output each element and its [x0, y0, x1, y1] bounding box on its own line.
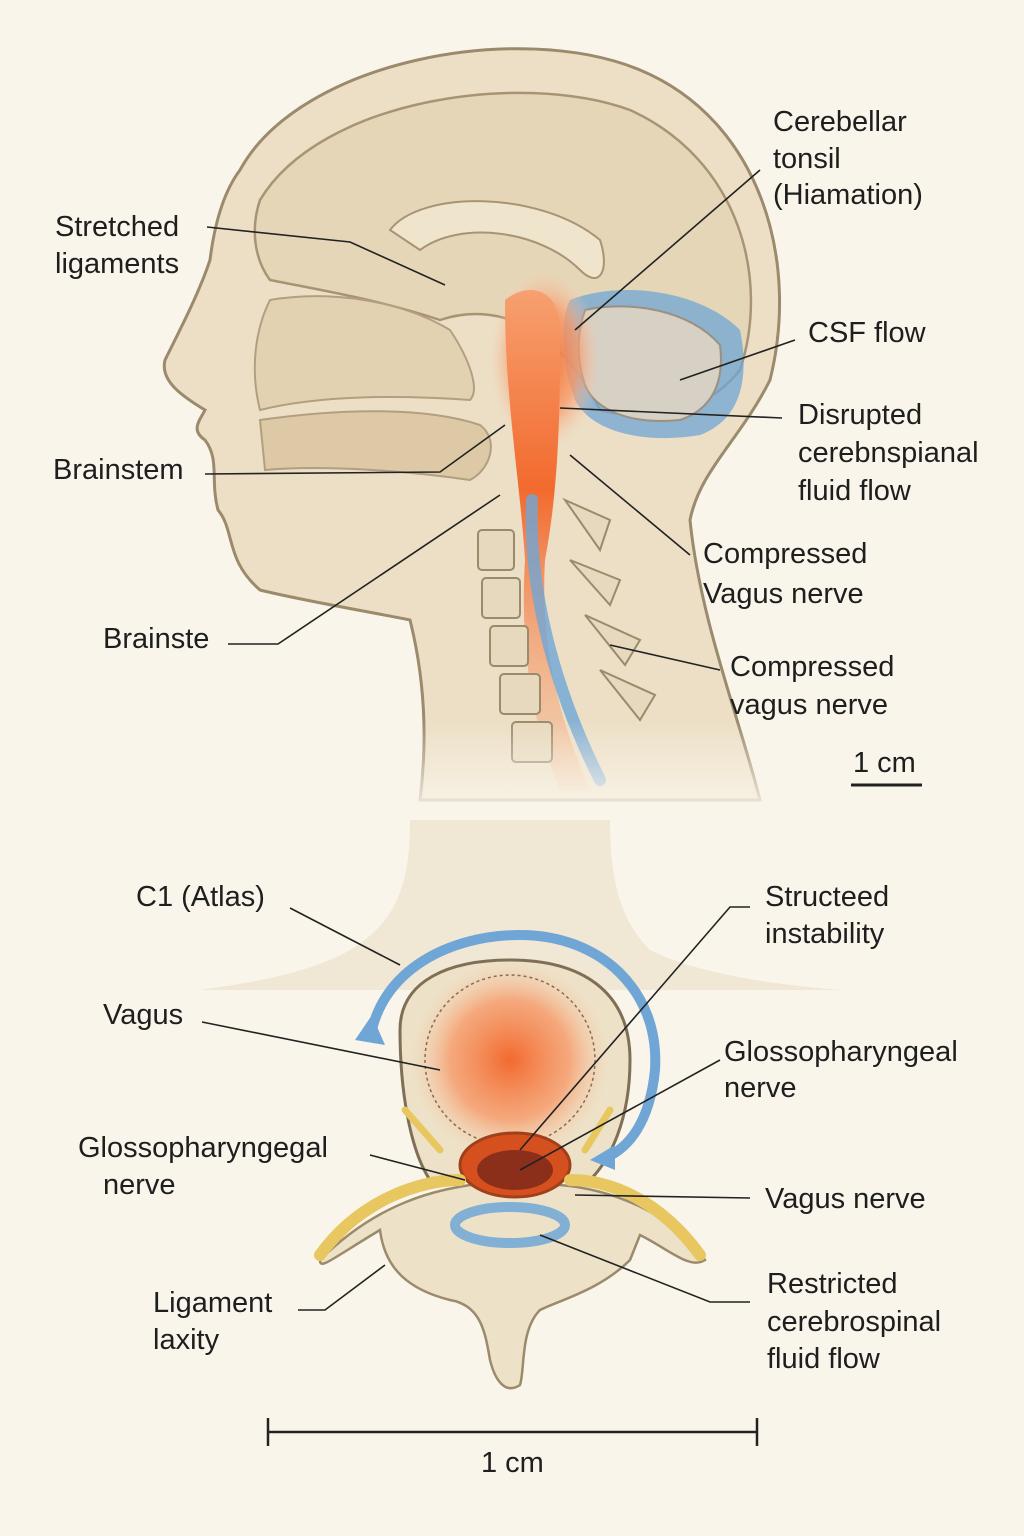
- label-disrupted-2: cerebnspianal: [798, 437, 979, 469]
- label-cerebellar-tonsil-3: (Hiamation): [773, 179, 923, 211]
- label-disrupted-3: fluid flow: [798, 475, 912, 507]
- atlas-vertebra-axial: [314, 929, 707, 1390]
- head-sagittal: [0, 47, 1024, 820]
- label-disrupted-1: Disrupted: [798, 399, 922, 431]
- label-structeed-1: Structeed: [765, 881, 889, 913]
- lower-scale-bar: [266, 1418, 759, 1446]
- label-ligament-laxity-1: Ligament: [153, 1287, 272, 1319]
- label-stretched-ligaments-2: ligaments: [55, 248, 179, 280]
- label-vagus: Vagus: [103, 999, 183, 1031]
- label-ligament-laxity-2: laxity: [153, 1324, 220, 1356]
- label-compressed-vagus-1b: Vagus nerve: [703, 578, 864, 610]
- label-structeed-2: instability: [765, 918, 885, 950]
- label-cerebellar-tonsil-2: tonsil: [773, 143, 841, 175]
- cervical-vertebrae: [477, 497, 657, 763]
- upper-scale-label: 1 cm: [853, 747, 916, 779]
- label-glossopharyngegal-left-2: nerve: [103, 1169, 176, 1201]
- label-c1-atlas: C1 (Atlas): [136, 881, 265, 913]
- label-csf-flow: CSF flow: [808, 317, 927, 349]
- label-brainste: Brainste: [103, 623, 209, 655]
- label-compressed-vagus-1a: Compressed: [703, 538, 867, 570]
- label-restricted-1: Restricted: [767, 1268, 898, 1300]
- label-stretched-ligaments-1: Stretched: [55, 211, 179, 243]
- label-compressed-vagus-2b: vagus nerve: [730, 689, 888, 721]
- csf-flow-arrow: [365, 929, 661, 1165]
- label-glossopharyngeal-right-1: Glossopharyngeal: [724, 1036, 958, 1068]
- label-glossopharyngeal-right-2: nerve: [724, 1072, 797, 1104]
- label-vagus-nerve: Vagus nerve: [765, 1183, 926, 1215]
- label-restricted-2: cerebrospinal: [767, 1306, 941, 1338]
- label-glossopharyngegal-left-1: Glossopharyngegal: [78, 1132, 328, 1164]
- label-restricted-3: fluid flow: [767, 1343, 881, 1375]
- label-cerebellar-tonsil-1: Cerebellar: [773, 106, 907, 138]
- lower-scale-label: 1 cm: [481, 1447, 544, 1479]
- leader-lines: [201, 169, 796, 1311]
- neck-silhouette: [200, 820, 840, 990]
- label-compressed-vagus-2a: Compressed: [730, 651, 894, 683]
- label-brainstem: Brainstem: [53, 454, 184, 486]
